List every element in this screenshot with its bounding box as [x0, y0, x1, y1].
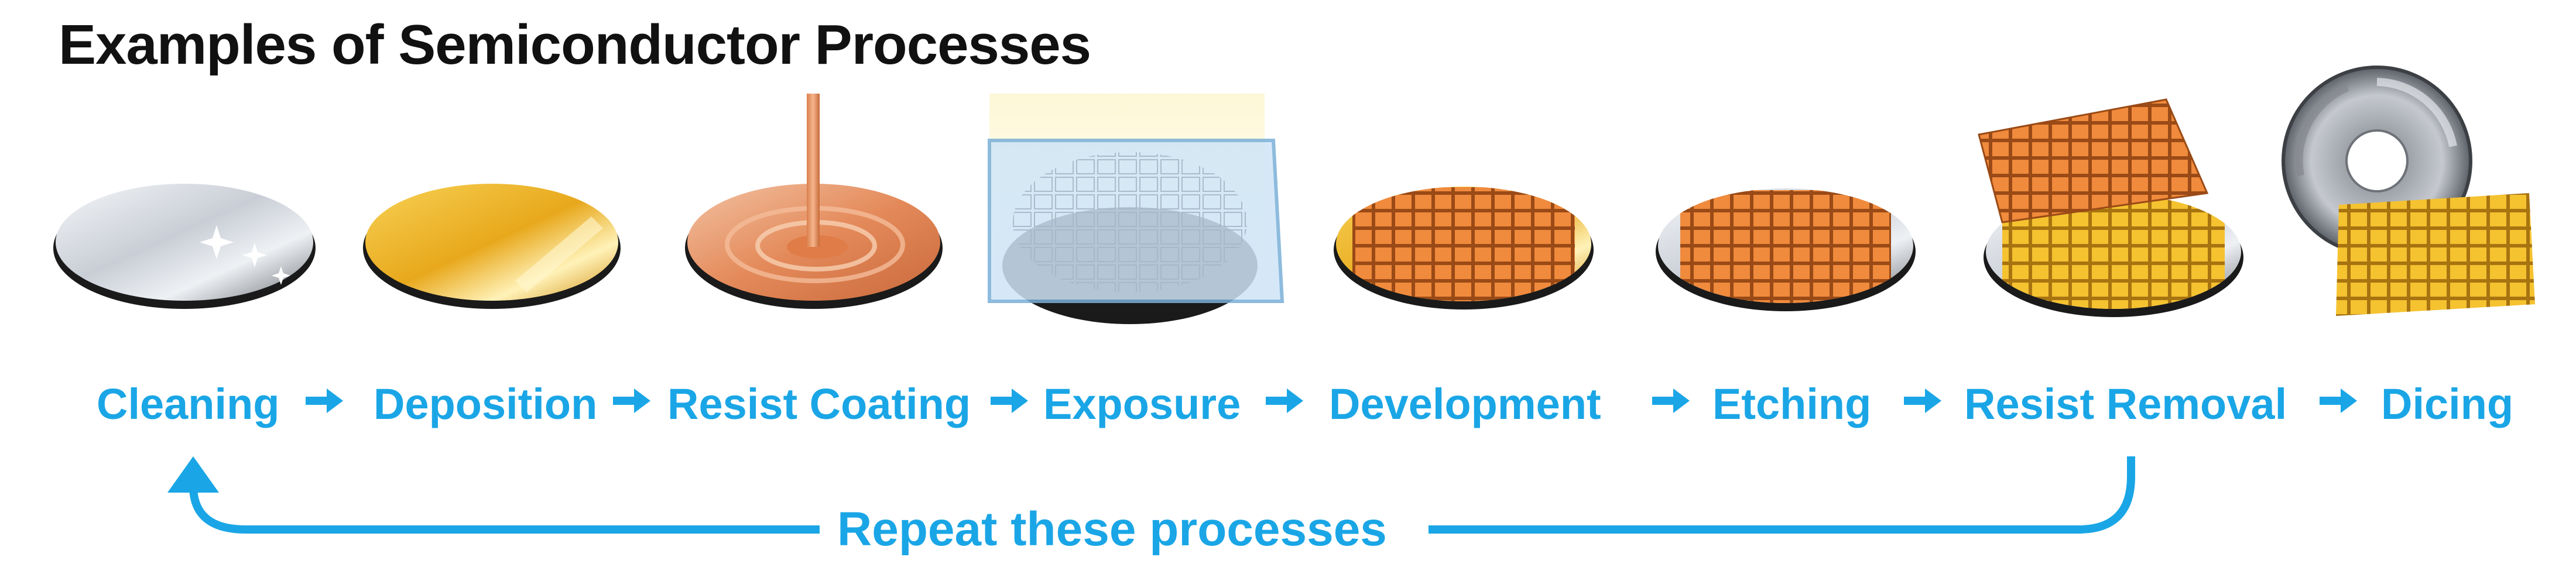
- repeat-label: Repeat these processes: [837, 503, 1387, 556]
- deposited-wafer-icon: [363, 184, 621, 309]
- arrow-right-icon: [1266, 388, 1303, 413]
- exposure-wafer-icon: [988, 94, 1284, 324]
- developed-wafer-icon: [1334, 187, 1594, 310]
- repeat-loop-arrow: [167, 456, 2135, 534]
- step-label-resist-coating: Resist Coating: [667, 380, 971, 428]
- arrow-right-icon: [306, 388, 343, 413]
- resist-removed-wafer-icon: [1978, 98, 2243, 317]
- step-label-etching: Etching: [1712, 380, 1872, 428]
- step-label-dicing: Dicing: [2381, 380, 2514, 428]
- arrow-right-icon: [1652, 388, 1690, 413]
- arrow-right-icon: [991, 388, 1028, 413]
- clean-wafer-icon: [53, 184, 316, 309]
- etched-wafer-icon: [1656, 188, 1916, 311]
- arrow-right-icon: [613, 388, 650, 413]
- step-label-development: Development: [1329, 380, 1601, 428]
- arrow-right-icon: [1904, 388, 1941, 413]
- step-label-exposure: Exposure: [1043, 380, 1241, 428]
- step-label-resist-removal: Resist Removal: [1964, 380, 2287, 428]
- dicing-blade-icon: [2282, 66, 2535, 316]
- step-label-deposition: Deposition: [374, 380, 598, 428]
- arrow-right-icon: [2320, 388, 2357, 413]
- resist-coating-wafer-icon: [685, 94, 943, 309]
- page-title: Examples of Semiconductor Processes: [59, 13, 1091, 76]
- step-label-cleaning: Cleaning: [97, 380, 280, 428]
